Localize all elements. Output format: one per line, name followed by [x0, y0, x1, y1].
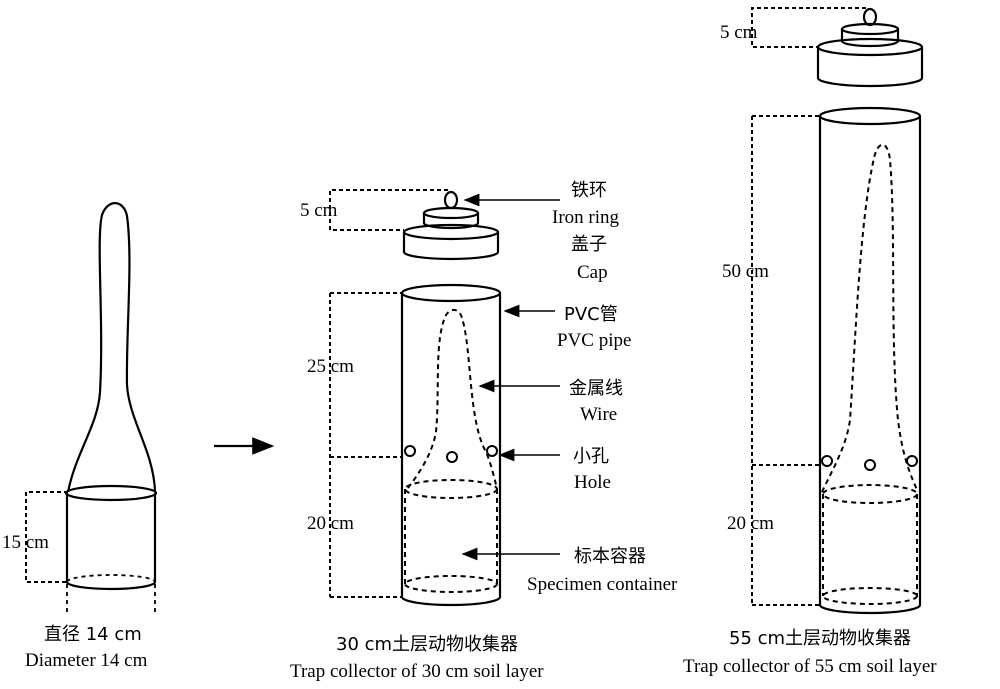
specimen-container-figure: 15 cm 直径 14 cm Diameter 14 cm — [2, 202, 158, 671]
hole — [821, 455, 833, 467]
trap-30-title-en: Trap collector of 30 cm soil layer — [290, 661, 544, 682]
trap-30cm-figure: 5 cm 25 cm 20 cm 30 cm土层动物收集器 Trap colle… — [290, 189, 544, 682]
pvc-label-cn: PVC管 — [564, 304, 618, 325]
cap-height-label: 5 cm — [720, 22, 758, 43]
wire-loop — [66, 202, 157, 493]
hole — [446, 451, 458, 463]
inner-container-bottom — [822, 587, 918, 605]
cap-dimension-line — [751, 7, 866, 48]
wire-inside — [407, 308, 498, 489]
hole — [906, 455, 918, 467]
upper-length-label: 25 cm — [307, 356, 354, 377]
container-bottom-front — [65, 581, 157, 591]
cap-dimension-line — [329, 189, 448, 231]
inner-container-top — [822, 484, 918, 504]
wire-label-cn: 金属线 — [569, 378, 623, 399]
height-dimension-line — [25, 491, 68, 583]
trap-55cm-figure: 5 cm 50 cm 20 cm 55 cm土层动物收集器 Trap colle… — [683, 7, 937, 677]
hole — [404, 445, 416, 457]
hole-label-cn: 小孔 — [573, 446, 609, 467]
lower-length-label: 20 cm — [307, 513, 354, 534]
trap-55-title-en: Trap collector of 55 cm soil layer — [683, 656, 937, 677]
iron-ring-label-en: Iron ring — [552, 207, 620, 228]
trap-30-title-cn: 30 cm土层动物收集器 — [336, 634, 518, 655]
specimen-label-en: Specimen container — [527, 574, 678, 595]
height-label: 15 cm — [2, 532, 49, 553]
pvc-label-en: PVC pipe — [557, 330, 631, 351]
cap-height-label: 5 cm — [300, 200, 338, 221]
container-top-rim — [64, 484, 158, 502]
cap-label-en: Cap — [577, 262, 608, 283]
trap-55-title-cn: 55 cm土层动物收集器 — [729, 628, 911, 649]
cap-label-cn: 盖子 — [571, 234, 607, 255]
lower-length-label: 20 cm — [727, 513, 774, 534]
diameter-label-cn: 直径 14 cm — [44, 624, 142, 645]
cap-knob-top — [422, 206, 480, 220]
hole — [864, 459, 876, 471]
wire-inside — [821, 143, 919, 493]
inner-container-bottom — [404, 575, 498, 593]
pvc-pipe-top — [400, 283, 502, 303]
hole-label-en: Hole — [574, 472, 611, 493]
upper-length-label: 50 cm — [722, 261, 769, 282]
iron-ring — [862, 7, 878, 27]
callout-labels: 铁环 Iron ring 盖子 Cap PVC管 PVC pipe 金属线 Wi… — [461, 180, 678, 595]
iron-ring — [443, 190, 459, 210]
specimen-label-cn: 标本容器 — [574, 546, 646, 567]
hole — [486, 445, 498, 457]
iron-ring-label-cn: 铁环 — [571, 180, 607, 201]
wire-label-en: Wire — [580, 404, 617, 425]
inner-container-top — [404, 479, 498, 499]
diameter-label-en: Diameter 14 cm — [25, 650, 148, 671]
pvc-pipe-top — [818, 106, 922, 126]
container-bottom-back — [66, 574, 156, 583]
